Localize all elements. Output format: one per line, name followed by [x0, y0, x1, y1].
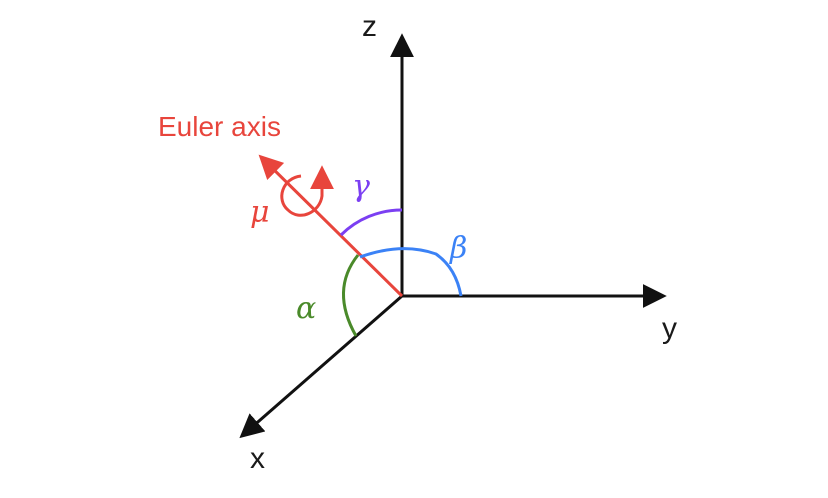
z-axis-label: z [362, 10, 377, 43]
mu-label: μ [250, 195, 270, 230]
beta-label: β [449, 231, 467, 266]
x-axis-label: x [250, 442, 265, 475]
beta-arc [359, 247, 463, 297]
euler-axis-label: Euler axis [158, 111, 281, 142]
alpha-label: α [296, 291, 316, 326]
rotation-arrow [280, 165, 334, 217]
x-axis [239, 294, 403, 439]
gamma-arc [339, 208, 403, 237]
gamma-label: γ [352, 169, 370, 204]
euler-axis-line [258, 154, 404, 298]
y-axis-label: y [662, 312, 677, 345]
alpha-arc [342, 254, 360, 337]
